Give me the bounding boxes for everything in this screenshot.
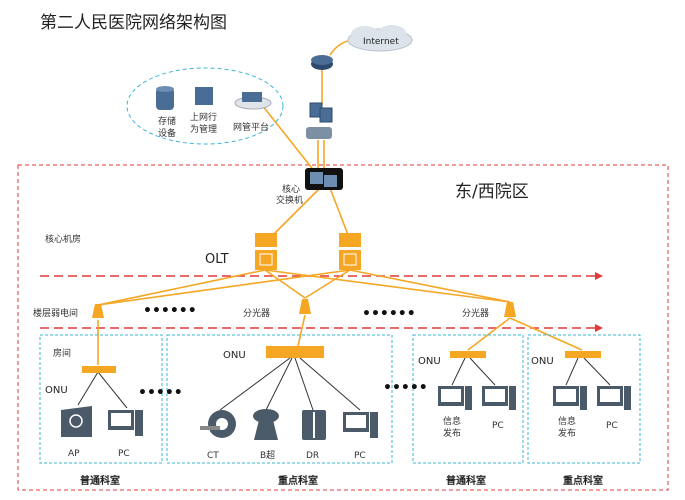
device-label: PC [606, 421, 618, 431]
campus-region [17, 164, 669, 491]
olt-icon [255, 233, 277, 270]
router-icon [311, 55, 333, 70]
nms-label: 网管平台 [233, 121, 269, 133]
olt-icon [339, 233, 361, 270]
splitter-icon [299, 299, 311, 314]
nms-icon [234, 92, 272, 110]
internet-label: Internet [363, 37, 399, 47]
device-links [77, 357, 611, 411]
info-display-icon [553, 386, 587, 410]
onu-label: ONU [531, 356, 554, 367]
fiber-links [97, 39, 583, 365]
layer-divider-2 [40, 324, 603, 332]
device-label: 发布 [443, 427, 461, 439]
device-label: PC [118, 449, 130, 459]
core-room-label: 核心机房 [45, 233, 81, 245]
device-label: DR [306, 451, 319, 461]
ellipsis: •••••• [362, 306, 416, 322]
onu-icon [565, 351, 601, 358]
zone-box [166, 334, 393, 464]
behavior-management-icon [195, 87, 213, 105]
pc-icon [482, 386, 516, 410]
splitter-icon [92, 304, 104, 318]
device-label: CT [207, 451, 219, 461]
zone-label: 重点科室 [563, 474, 603, 487]
behavior-label-2: 为管理 [190, 123, 217, 135]
core-switch-icon [305, 168, 343, 190]
olt-label: OLT [205, 252, 229, 267]
core-switch-label-1: 核心 [282, 183, 300, 195]
layer-divider-1 [40, 272, 603, 280]
storage-label-1: 存储 [158, 115, 176, 127]
zone-label: 普通科室 [446, 474, 486, 487]
ap-icon [61, 406, 92, 437]
device-label: PC [354, 451, 366, 461]
campus-label: 东/西院区 [455, 182, 529, 202]
zone-label: 普通科室 [80, 474, 120, 487]
internet-cloud: Internet [347, 25, 413, 52]
zone-label: 重点科室 [278, 474, 318, 487]
zone-box [39, 334, 163, 464]
pc-icon [597, 386, 631, 410]
ellipsis: ••••• [383, 380, 428, 396]
device-label: 信息 [443, 415, 461, 427]
splitter-icon [504, 302, 516, 317]
ct-icon [200, 410, 236, 438]
splitter-label-floor: 楼层弱电间 [33, 307, 78, 319]
info-display-icon [438, 386, 472, 410]
xray-icon [302, 410, 326, 440]
device-label: 发布 [558, 427, 576, 439]
onu-label: ONU [45, 385, 68, 396]
onu-icon [82, 366, 116, 373]
onu-label: ONU [418, 356, 441, 367]
device-label: AP [68, 449, 80, 459]
ellipsis: ••••• [138, 385, 183, 401]
zone-box [527, 334, 641, 464]
onu-icon [450, 351, 486, 358]
splitter-label-2: 分光器 [243, 307, 270, 319]
device-label: B超 [260, 449, 275, 461]
storage-icon [156, 86, 174, 110]
room-label: 房间 [53, 347, 71, 359]
ultrasound-icon [253, 409, 279, 440]
pc-icon [108, 410, 143, 436]
management-zone [126, 67, 284, 145]
zone-box [412, 334, 524, 464]
core-switch-label-2: 交换机 [276, 194, 303, 206]
onu-label: ONU [223, 350, 246, 361]
splitter-label-3: 分光器 [462, 307, 489, 319]
device-label: PC [492, 421, 504, 431]
onu-icon [266, 346, 324, 358]
device-label: 信息 [558, 415, 576, 427]
firewall-icon [306, 102, 333, 139]
storage-label-2: 设备 [158, 127, 176, 139]
ellipsis: •••••• [143, 303, 197, 319]
diagram-title: 第二人民医院网络架构图 [40, 13, 227, 33]
behavior-label-1: 上网行 [190, 111, 217, 123]
pc-icon [343, 412, 378, 438]
